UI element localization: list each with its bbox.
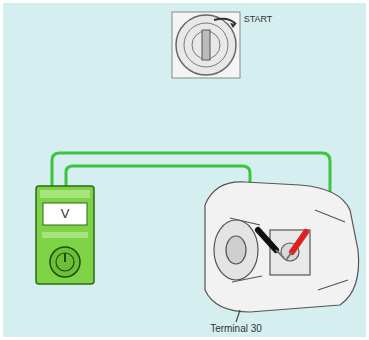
ignition-switch: [172, 12, 240, 78]
terminal-label: Terminal 30: [210, 323, 262, 334]
switch-position-label: START: [244, 15, 273, 25]
multimeter: [36, 186, 94, 284]
meter-display-unit: V: [61, 207, 70, 221]
red-probe: [286, 232, 306, 260]
black-probe: [258, 230, 284, 258]
starter-motor: [205, 182, 359, 322]
background-panel: [3, 3, 366, 337]
